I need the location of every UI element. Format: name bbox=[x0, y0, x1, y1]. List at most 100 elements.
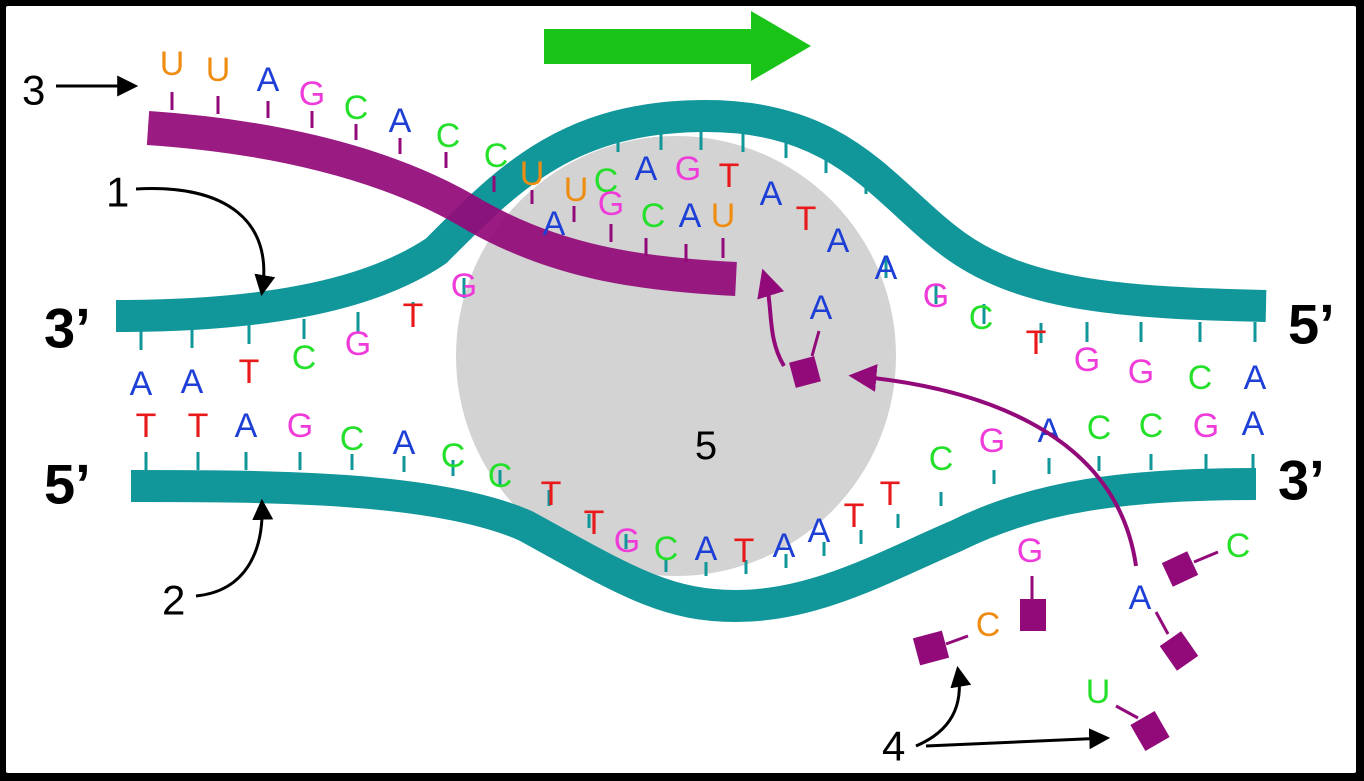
coding-base: T bbox=[584, 504, 605, 542]
template-strand-backbone bbox=[115, 99, 1267, 332]
label-4-arrow-right bbox=[925, 728, 1111, 750]
coding-base: G bbox=[1193, 407, 1219, 445]
rna-base: A bbox=[257, 61, 280, 99]
template-base: G bbox=[1074, 341, 1100, 379]
template-5prime-label: 5’ bbox=[1288, 293, 1335, 356]
coding-5prime-label: 5’ bbox=[44, 453, 91, 516]
incorporation-arrow bbox=[757, 268, 786, 368]
coding-base: T bbox=[541, 475, 562, 513]
free-nucleotide-a: A bbox=[1129, 579, 1199, 671]
free-nucleotide-c-right: C bbox=[1161, 527, 1251, 587]
template-base: G bbox=[923, 277, 949, 315]
rna-ticks bbox=[170, 92, 725, 262]
template-base: A bbox=[875, 249, 898, 287]
label-4-arrow-left bbox=[915, 665, 972, 748]
rna-base: C bbox=[436, 117, 461, 155]
rna-base: A bbox=[679, 197, 702, 235]
base-ticks bbox=[139, 130, 1257, 576]
label-5: 5 bbox=[695, 424, 717, 468]
rna-base: U bbox=[711, 197, 736, 235]
svg-text:C: C bbox=[1226, 527, 1251, 565]
label-4: 4 bbox=[882, 723, 905, 770]
coding-base: T bbox=[880, 475, 901, 513]
svg-text:U: U bbox=[1086, 673, 1111, 711]
free-nucleotide-c-left: C bbox=[912, 606, 1001, 666]
template-base: G bbox=[1128, 353, 1154, 391]
coding-base: A bbox=[1242, 405, 1265, 443]
coding-base: C bbox=[654, 530, 679, 568]
rna-base: G bbox=[299, 75, 325, 113]
coding-base: A bbox=[773, 527, 796, 565]
svg-text:G: G bbox=[1017, 532, 1043, 570]
template-base: A bbox=[181, 363, 204, 401]
label-3: 3 bbox=[22, 67, 45, 114]
rna-base: U bbox=[564, 171, 589, 209]
coding-base: T bbox=[844, 497, 865, 535]
free-nucleotide-u: U bbox=[1086, 673, 1170, 751]
template-base: T bbox=[239, 353, 260, 391]
coding-base: C bbox=[441, 437, 466, 475]
rna-base: A bbox=[389, 102, 412, 140]
template-base: A bbox=[760, 175, 783, 213]
template-base: T bbox=[796, 200, 817, 238]
coding-strand-backbone bbox=[130, 468, 1257, 623]
coding-base: C bbox=[929, 440, 954, 478]
template-3prime-label: 3’ bbox=[44, 297, 91, 360]
direction-arrow bbox=[544, 11, 811, 81]
rna-base: C bbox=[344, 89, 369, 127]
rna-base: G bbox=[598, 185, 624, 223]
template-base: T bbox=[1026, 324, 1047, 362]
template-base: A bbox=[1244, 359, 1267, 397]
coding-base: T bbox=[188, 407, 209, 445]
coding-base: G bbox=[287, 407, 313, 445]
coding-base: T bbox=[136, 407, 157, 445]
svg-text:A: A bbox=[1129, 579, 1152, 617]
coding-base: C bbox=[1087, 409, 1112, 447]
template-base: C bbox=[1188, 359, 1213, 397]
template-base: C bbox=[292, 339, 317, 377]
template-base: G bbox=[675, 150, 701, 188]
rna-base: C bbox=[484, 137, 509, 175]
template-base: T bbox=[403, 297, 424, 335]
template-base: G bbox=[345, 325, 371, 363]
coding-base: C bbox=[340, 420, 365, 458]
coding-3prime-label: 3’ bbox=[1278, 449, 1325, 512]
coding-base: A bbox=[695, 530, 718, 568]
rna-base: U bbox=[206, 51, 231, 89]
coding-base: A bbox=[235, 407, 258, 445]
template-base: A bbox=[130, 365, 153, 403]
rna-base: U bbox=[160, 45, 185, 83]
coding-base: A bbox=[1038, 412, 1061, 450]
rna-base: C bbox=[641, 197, 666, 235]
rna-base: A bbox=[543, 205, 566, 243]
coding-base: A bbox=[808, 512, 831, 550]
svg-text:C: C bbox=[976, 606, 1001, 644]
incoming-nucleotide-base: A bbox=[810, 289, 833, 327]
label-1-arrow bbox=[135, 187, 276, 297]
coding-base: C bbox=[1139, 407, 1164, 445]
label-2-arrow bbox=[195, 498, 274, 598]
coding-base: G bbox=[614, 522, 640, 560]
coding-base: A bbox=[393, 424, 416, 462]
coding-base: T bbox=[734, 532, 755, 570]
template-base: A bbox=[635, 150, 658, 188]
template-base: T bbox=[719, 157, 740, 195]
coding-base: C bbox=[488, 457, 513, 495]
free-nucleotide-g: G bbox=[1017, 532, 1046, 631]
label-1: 1 bbox=[106, 169, 129, 216]
incoming-nucleotide: A bbox=[789, 289, 833, 388]
template-base: C bbox=[969, 299, 994, 337]
template-base: A bbox=[827, 222, 850, 260]
template-base: C bbox=[594, 162, 619, 200]
coding-base: G bbox=[979, 422, 1005, 460]
label-2: 2 bbox=[162, 577, 185, 624]
template-base: G bbox=[451, 267, 477, 305]
rna-transcript-backbone bbox=[146, 111, 737, 296]
nucleotide-path-arrow bbox=[848, 364, 1138, 567]
rna-base: U bbox=[520, 155, 545, 193]
